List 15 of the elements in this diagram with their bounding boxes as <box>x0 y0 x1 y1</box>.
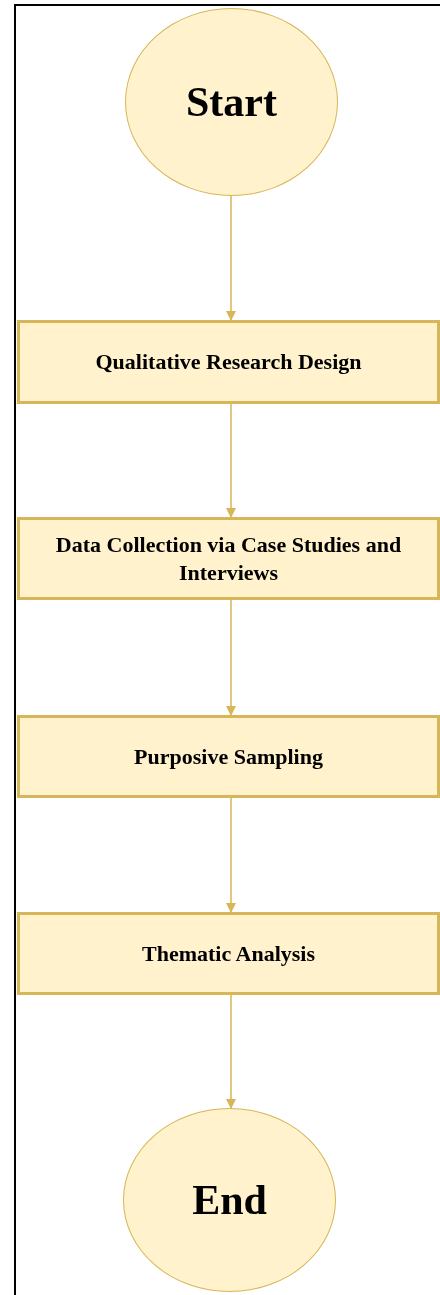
arrow <box>226 994 236 1109</box>
arrow <box>226 403 236 518</box>
process-box <box>17 320 440 404</box>
node-label: Thematic Analysis <box>142 939 315 968</box>
process-box <box>17 715 440 798</box>
node-label: Qualitative Research Design <box>95 348 362 376</box>
process-box <box>17 517 440 600</box>
node-label: Data Collection via Case Studies and Interviews <box>54 531 403 586</box>
process-box <box>17 912 440 995</box>
node-label: End <box>192 1175 267 1225</box>
arrow <box>226 797 236 913</box>
arrow <box>226 599 236 716</box>
node-label: Start <box>186 77 277 127</box>
node-label: Purposive Sampling <box>134 742 323 771</box>
arrow <box>226 195 236 321</box>
